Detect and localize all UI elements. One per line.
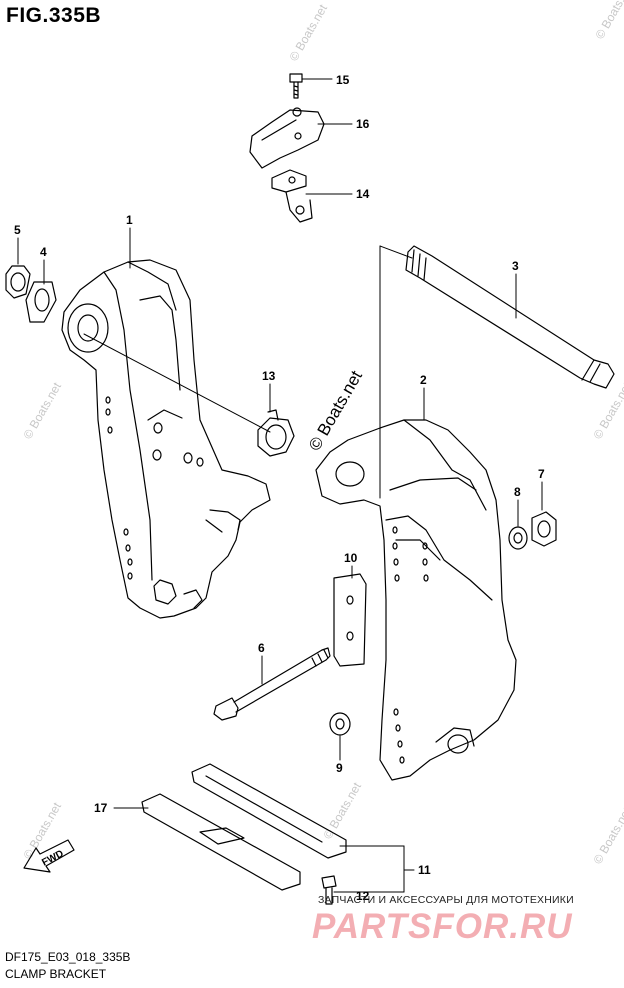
part-11-pad: [191, 763, 347, 859]
figure-title: FIG.335B: [6, 4, 102, 27]
brand-logo: PARTSFOR.RU: [312, 907, 573, 946]
callout-7: 7: [538, 467, 545, 481]
watermark-faint: © Boats.net: [286, 1, 330, 63]
part-13-bushing: [257, 409, 295, 457]
model-code: DF175_E03_018_335B: [5, 950, 131, 964]
callout-8: 8: [514, 485, 521, 499]
brand-tagline: ЗАПЧАСТИ И АКСЕССУАРЫ ДЛЯ МОТОТЕХНИКИ: [318, 894, 574, 906]
leader-lines: [17, 78, 543, 893]
callout-15: 15: [336, 73, 350, 87]
watermark-faint: © Boats.net: [320, 779, 364, 841]
callout-6: 6: [258, 641, 265, 655]
callout-12: 12: [356, 889, 370, 903]
part-16-bracket: [249, 107, 325, 169]
watermark-faint: © Boats.net: [590, 379, 624, 441]
part-15-bolt: [289, 73, 303, 99]
fwd-label: FWD: [40, 848, 65, 868]
callout-16: 16: [356, 117, 370, 131]
part-17-pad: [141, 793, 301, 891]
part-12-screw: [321, 875, 337, 905]
part-14-bracket: [271, 169, 313, 223]
part-5-nut: [5, 265, 31, 299]
part-7-nut: [531, 511, 557, 547]
fwd-arrow: [23, 839, 75, 873]
part-1-clamp-bracket: [61, 259, 271, 619]
callout-5: 5: [14, 223, 21, 237]
part-10-plate: [333, 573, 367, 667]
callout-3: 3: [512, 259, 519, 273]
watermark-main: © Boats.net: [305, 367, 366, 454]
callout-14: 14: [356, 187, 370, 201]
watermark-faint: © Boats.net: [592, 0, 624, 41]
callout-17: 17: [94, 801, 108, 815]
part-3-shaft: [405, 245, 615, 389]
callout-11: 11: [418, 863, 431, 877]
watermark-faint: © Boats.net: [590, 804, 624, 866]
callout-9: 9: [336, 761, 343, 775]
callout-numbers: 15 16 14 5 4 1 3 13 2 8 7 10 6 9 17 11 1…: [14, 73, 545, 903]
callout-1: 1: [126, 213, 133, 227]
part-8-washer: [508, 526, 528, 550]
part-4-washer: [25, 281, 57, 323]
callout-13: 13: [262, 369, 276, 383]
part-6-bolt: [213, 647, 331, 721]
watermark-faint: © Boats.net: [20, 379, 64, 441]
section-name: CLAMP BRACKET: [5, 967, 107, 981]
part-2-clamp-bracket: [315, 419, 517, 781]
callout-10: 10: [344, 551, 358, 565]
callout-2: 2: [420, 373, 427, 387]
part-9-washer: [329, 712, 351, 736]
callout-4: 4: [40, 245, 47, 259]
